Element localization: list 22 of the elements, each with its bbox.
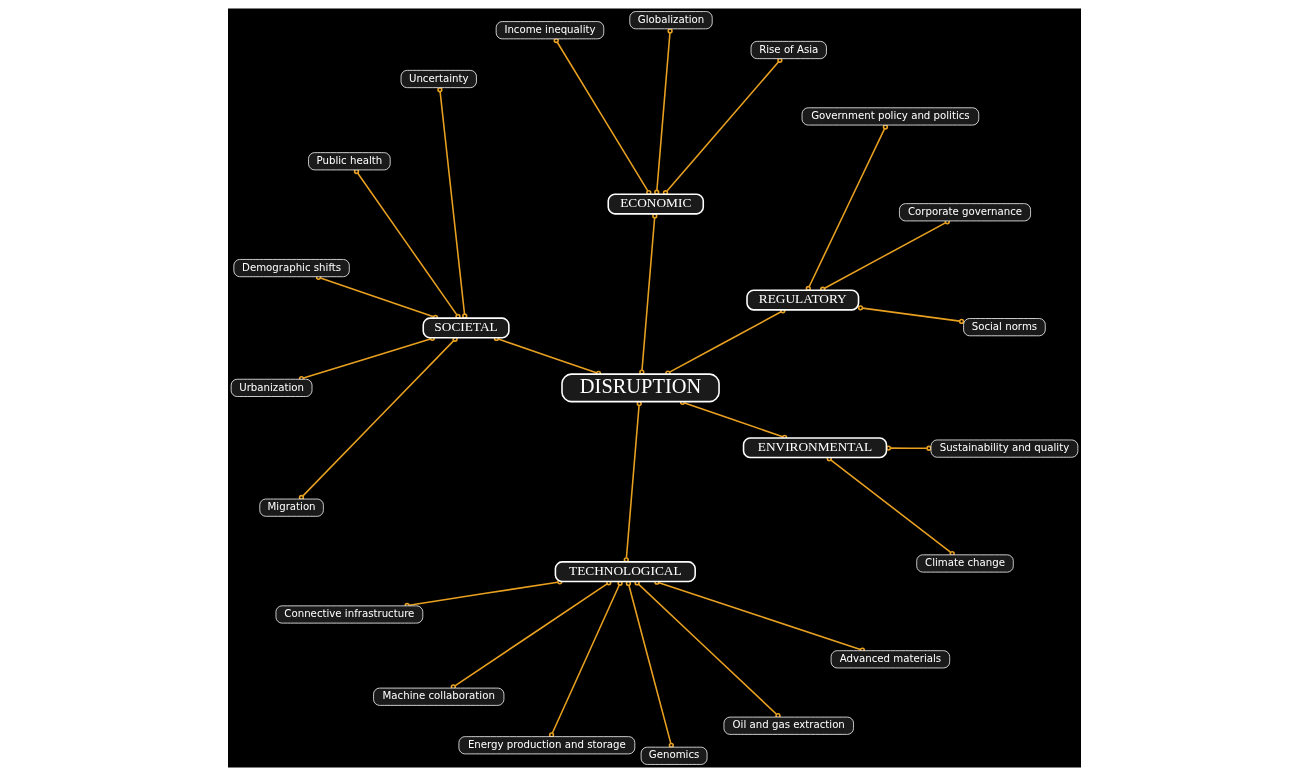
node-box: Energy production and storage (458, 736, 636, 755)
node-box: Climate change (916, 554, 1014, 573)
node-box: Public health (308, 152, 391, 171)
node-box: Oil and gas extraction (723, 716, 854, 735)
node-box: Social norms (963, 318, 1046, 337)
node-box: Corporate governance (899, 203, 1031, 222)
node-box: Migration (259, 498, 324, 517)
connector (857, 305, 965, 325)
node-box: Government policy and politics (801, 107, 980, 126)
node-box: SOCIETAL (422, 317, 510, 339)
node-box: Income inequality (495, 21, 605, 40)
node-box: ECONOMIC (607, 193, 705, 215)
node-box: Connective infrastructure (275, 605, 424, 624)
node-box: Uncertainty (400, 69, 477, 89)
node-box: ENVIRONMENTAL (742, 437, 888, 459)
node-box: Advanced materials (830, 650, 951, 669)
node-box: REGULATORY (746, 289, 860, 311)
node-box: Machine collaboration (373, 687, 505, 706)
node-box: Globalization (629, 11, 713, 30)
node-box: Genomics (640, 746, 708, 765)
node-box: Rise of Asia (750, 40, 827, 60)
node-box: Sustainability and quality (930, 439, 1079, 458)
